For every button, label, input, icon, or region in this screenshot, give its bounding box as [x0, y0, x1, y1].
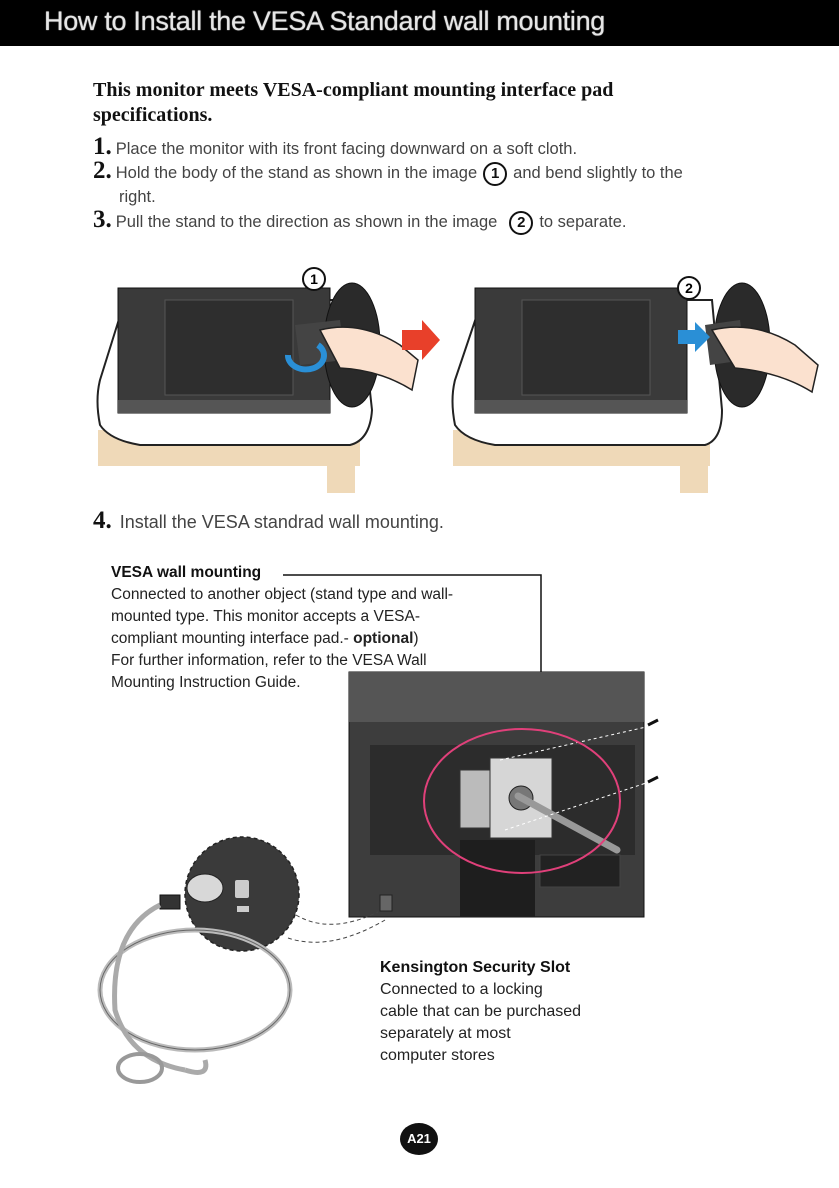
zoom-link	[295, 911, 379, 925]
fig2-label: 2	[685, 280, 693, 296]
red-arrow-icon	[402, 320, 440, 360]
step-4: 4. Install the VESA standrad wall mountin…	[93, 507, 444, 535]
neck-area	[460, 840, 535, 917]
kensington-line: Connected to a locking	[380, 981, 543, 998]
lock-icon	[235, 880, 249, 898]
page-number-badge: A21	[400, 1123, 438, 1155]
intro-text: This monitor meets VESA-compliant mounti…	[93, 79, 614, 126]
hand	[710, 326, 819, 394]
highlight-circle	[423, 728, 621, 874]
kensington-line: separately at most	[380, 1025, 511, 1042]
figure-2: 2	[451, 276, 819, 493]
vent-top	[349, 672, 644, 722]
step-number: 3.	[93, 206, 112, 233]
step-text: and bend slightly to the	[513, 164, 683, 182]
lock-head	[186, 873, 224, 903]
step-3: 3.Pull the stand to the direction as sho…	[93, 206, 773, 235]
step-text: to separate.	[539, 213, 627, 231]
vesa-title: VESA wall mounting	[111, 564, 262, 581]
table-leg	[327, 466, 355, 493]
kensington-line: computer stores	[380, 1047, 495, 1064]
table-leg	[680, 466, 708, 493]
zoom-link	[287, 919, 386, 943]
fig1-circle	[302, 267, 326, 291]
blue-arrow-icon	[678, 322, 710, 352]
ref-circle: 2	[509, 210, 534, 235]
step-number: 1.	[93, 133, 112, 160]
cable-loop	[97, 927, 293, 1053]
step-number: 4.	[93, 507, 112, 534]
lock-body	[159, 894, 181, 910]
screw-icon	[647, 775, 659, 784]
vesa-line: Mounting Instruction Guide.	[111, 674, 301, 691]
step-number: 2.	[93, 157, 112, 184]
kensington-figure	[97, 836, 386, 1084]
vesa-optional: optional	[353, 630, 414, 647]
vesa-line-part: compliant mounting interface pad.-	[111, 630, 354, 647]
slot-mark	[237, 906, 249, 912]
screw-icon	[647, 718, 659, 727]
step-text-cont: right.	[119, 187, 156, 206]
header-bar: How to Install the VESA Standard wall mo…	[0, 0, 839, 46]
port	[539, 854, 621, 888]
fig2-circle	[677, 276, 701, 300]
vesa-line: mounted type. This monitor accepts a VES…	[111, 608, 421, 625]
cable-end	[184, 1059, 209, 1075]
screw-guide	[504, 779, 656, 831]
vesa-line: compliant mounting interface pad.- optio…	[111, 628, 531, 650]
vesa-line-part: )	[413, 630, 419, 647]
kensington-slot	[379, 894, 393, 912]
rear-panel	[164, 299, 294, 396]
monitor-edge	[118, 400, 330, 413]
step-text: Hold the body of the stand as shown in t…	[115, 164, 478, 182]
step-2: 2.Hold the body of the stand as shown in…	[93, 157, 773, 208]
step-text: Place the monitor with its front facing …	[115, 140, 578, 158]
rotate-arrow	[284, 342, 327, 373]
vesa-line: For further information, refer to the VE…	[111, 652, 427, 669]
kensington-line: cable that can be purchased	[380, 1003, 582, 1020]
fig1-label: 1	[310, 271, 318, 287]
step-1: 1.Place the monitor with its front facin…	[93, 133, 773, 160]
cable-edge	[99, 929, 291, 1051]
vesa-description: VESA wall mounting Connected to another …	[111, 562, 531, 694]
vesa-line: Connected to another object (stand type …	[111, 586, 454, 603]
cable-eye	[116, 1052, 164, 1084]
kensington-description: Kensington Security Slot Connected to a …	[380, 957, 640, 1067]
step-text: Pull the stand to the direction as shown…	[115, 213, 498, 231]
ref-circle: 1	[483, 161, 508, 186]
rear-panel	[521, 299, 651, 396]
step-text: Install the VESA standrad wall mounting.	[119, 512, 444, 532]
monitor-edge	[475, 400, 687, 413]
kensington-title: Kensington Security Slot	[380, 959, 571, 976]
vesa-figure	[283, 574, 659, 918]
screwdriver	[514, 792, 621, 854]
figure-1: 1	[96, 267, 419, 493]
callout-line	[283, 574, 542, 672]
hand	[318, 326, 419, 392]
page-title: How to Install the VESA Standard wall mo…	[44, 6, 606, 36]
